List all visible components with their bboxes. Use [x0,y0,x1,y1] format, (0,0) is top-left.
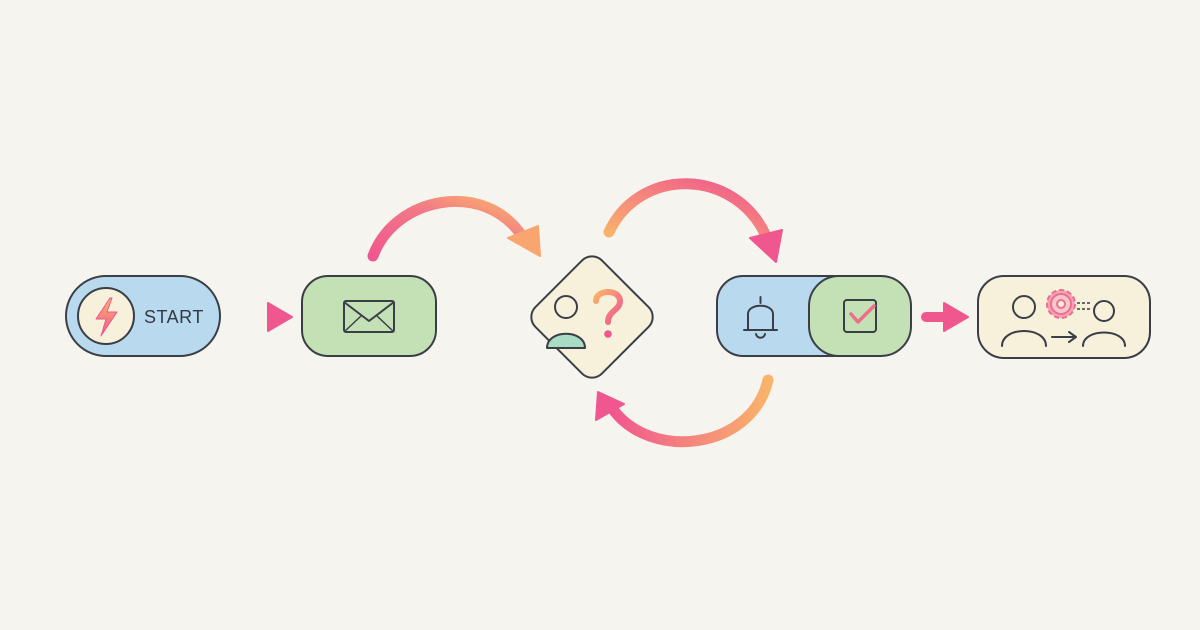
decision-node[interactable] [526,251,659,384]
envelope-icon [343,300,395,333]
start-node[interactable]: START [65,275,221,357]
arrow-start-to-email [231,302,293,332]
user-handoff-gear-icon [1001,289,1126,347]
lightning-bolt-icon [77,287,135,345]
handoff-node[interactable] [977,275,1151,359]
arrow-decision-to-notify [603,178,783,263]
arrow-email-to-decision [367,196,541,262]
arrow-notify-to-decision [595,374,774,448]
start-label: START [144,307,204,327]
gear-icon [1046,289,1076,319]
approve-node[interactable] [808,275,912,357]
user-question-icon [546,289,624,349]
arrow-approve-to-handoff [921,302,969,332]
email-node[interactable] [301,275,437,357]
bell-icon [743,296,778,339]
checkbox-checked-icon [843,299,877,333]
